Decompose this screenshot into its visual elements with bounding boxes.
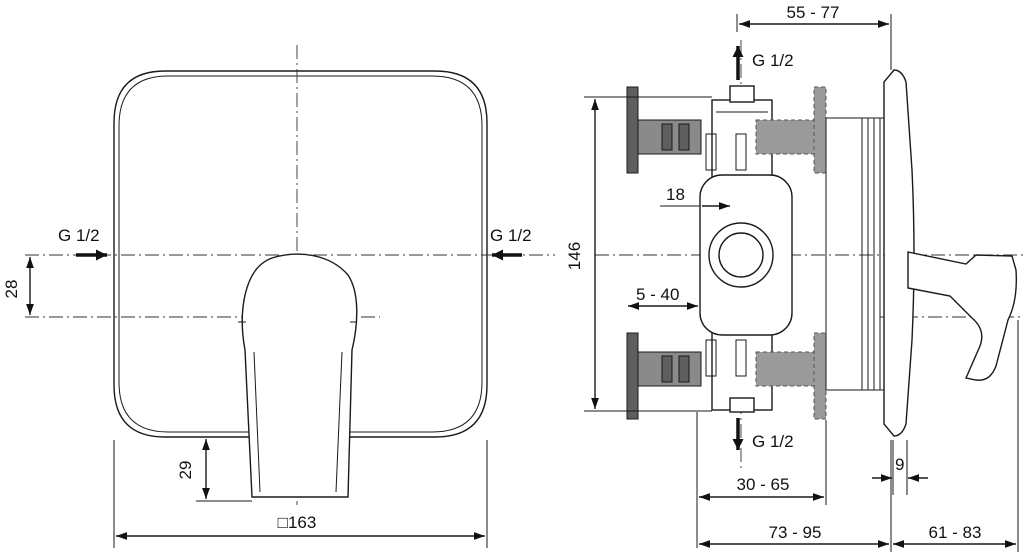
sleeve-threads: [861, 118, 881, 390]
dim-73-95-label: 73 - 95: [769, 523, 822, 542]
dim-55-77-label: 55 - 77: [787, 3, 840, 22]
threaded-sleeve: [825, 117, 885, 391]
dim-146-label: 146: [565, 242, 584, 270]
adjust-zone-top: [755, 119, 815, 155]
dim-9-label: 9: [895, 455, 904, 474]
dim-29-label: 29: [176, 461, 195, 480]
flange-bottom-left: [626, 332, 639, 420]
lever-handle: [241, 253, 358, 498]
outlet-top-label: G 1/2: [752, 51, 794, 70]
dim-18-label: 18: [666, 185, 685, 204]
dim-28-label: 28: [2, 280, 21, 299]
lever-profile: [907, 251, 1018, 381]
adjust-zone-bottom: [755, 351, 815, 387]
inlet-right-label: G 1/2: [490, 226, 532, 245]
side-view: G 1/2 G 1/2 55 - 77 146 18 5 - 40 9 30 -…: [565, 3, 1024, 552]
flange-top-left: [626, 86, 639, 174]
valve-body: [699, 174, 793, 336]
dim-163-label: □163: [278, 513, 317, 532]
outlet-bottom-label: G 1/2: [752, 432, 794, 451]
front-view: G 1/2 G 1/2 28 29 □163: [2, 45, 555, 548]
dim-61-83-label: 61 - 83: [929, 523, 982, 542]
cover-plate: [113, 70, 488, 438]
inlet-left-label: G 1/2: [58, 226, 100, 245]
dim-30-65-label: 30 - 65: [737, 475, 790, 494]
dim-5-40-label: 5 - 40: [636, 285, 679, 304]
valve-cartridge-outer: [708, 222, 774, 288]
